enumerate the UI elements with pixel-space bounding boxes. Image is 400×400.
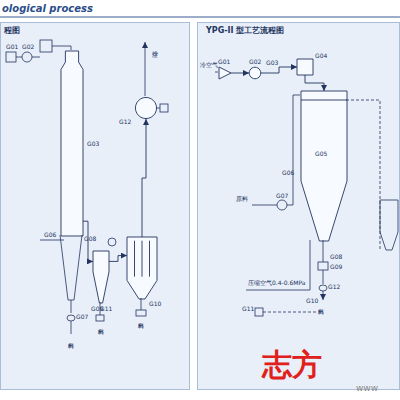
equipment-code: G03 [87, 141, 99, 147]
valve-symbol [67, 315, 75, 321]
pump-symbol [108, 238, 116, 246]
pipe-connector [109, 256, 127, 262]
pipe-connector [231, 73, 249, 74]
exhaust-fan-outline [135, 97, 157, 119]
air-filter: G01 [219, 67, 231, 79]
air-pipe [215, 72, 218, 73]
air-pipe [16, 57, 22, 58]
drying-tower: G05 [301, 91, 347, 241]
dust-line [263, 312, 318, 313]
pipe-connector [261, 67, 297, 73]
bag-filter-outline [127, 237, 157, 299]
feed-pipe [287, 95, 300, 205]
callout-label: 压缩空气0.4-0.6MPa [248, 280, 305, 286]
valve-symbol [96, 315, 104, 321]
bag-filter: G10 [127, 237, 157, 299]
callout-label: G11 [242, 306, 254, 312]
equipment-code: G10 [149, 301, 161, 307]
blower-symbol [22, 52, 32, 62]
valve-symbol [319, 285, 327, 291]
outlet-pipe [141, 298, 142, 310]
blower-fan: G02 [249, 67, 261, 79]
callout-label: G09 [330, 264, 342, 270]
outlet-pipe [71, 300, 72, 313]
cyclone-separator-outline [93, 251, 109, 303]
callout-label: G02 [22, 44, 34, 50]
header-rule [0, 16, 400, 17]
cyclone-separator: G09 [93, 251, 109, 303]
callout-label: G06 [282, 170, 294, 176]
callout-label: G10 [306, 298, 318, 304]
watermark: 志方 [262, 350, 322, 380]
valve-symbol [318, 262, 328, 270]
tower-cone [60, 235, 82, 300]
valve-symbol [136, 310, 146, 316]
pipe-connector [142, 119, 146, 237]
callout-label: G08 [330, 254, 342, 260]
outlet-pipe [323, 270, 324, 284]
exhaust-pipe [156, 108, 160, 109]
equipment-code: G12 [119, 119, 131, 125]
exhaust-pipe [145, 42, 146, 96]
air-pipe [32, 57, 40, 58]
filter-symbol [6, 52, 16, 62]
callout-label: G07 [76, 314, 88, 320]
air-filter-outline [219, 67, 231, 79]
callout-label: 原料 [236, 196, 248, 202]
pipe-connector [305, 75, 324, 91]
bag-filter-outline [127, 237, 157, 299]
cyclone-separator-outline [93, 251, 109, 303]
pump-symbol [277, 200, 287, 210]
cyclone-symbol [380, 200, 398, 250]
callout-label: G08 [84, 236, 96, 242]
exhaust-fan: G12 [135, 97, 157, 119]
callout-label: G07 [276, 193, 288, 199]
feed-pipe [40, 240, 64, 241]
exhaust-fan-outline [135, 97, 156, 118]
air-heater-outline [297, 59, 313, 75]
drying-tower-outline [301, 91, 347, 241]
pipe-connector [83, 221, 93, 261]
heater-symbol [40, 40, 52, 52]
drying-tower-outline [301, 91, 347, 241]
outlet-pipe [323, 240, 324, 262]
equipment-code: G05 [315, 151, 327, 157]
callout-label: G06 [44, 232, 56, 238]
air-pipe [246, 240, 310, 290]
blower-fan-outline [249, 67, 261, 79]
air-filter-outline [219, 67, 231, 79]
drying-tower-outline [61, 51, 83, 236]
drying-tower-outline [301, 100, 347, 101]
callout-label: G12 [328, 284, 340, 290]
callout-label: G03 [266, 60, 278, 66]
drying-tower: G03 [61, 51, 83, 236]
exhaust-pipe [346, 100, 380, 250]
equipment-code: G02 [249, 59, 261, 65]
watermark: www [356, 384, 378, 393]
air-pipe [52, 46, 71, 50]
panel-title: YPG-II 型工艺流程图 [206, 27, 284, 35]
feed-pipe [252, 205, 277, 206]
equipment-code: G01 [218, 59, 230, 65]
callout-label: G11 [100, 306, 112, 312]
filter-symbol [160, 104, 168, 112]
bag-filter-outline [135, 241, 150, 277]
blower-fan-outline [249, 67, 261, 79]
air-heater-outline [297, 59, 313, 75]
page-title: ological process [2, 3, 93, 14]
panel-title: 程图 [4, 27, 20, 35]
drying-tower-outline [61, 51, 83, 236]
callout-label: 冷空气 [200, 62, 218, 68]
valve-symbol [255, 308, 263, 316]
equipment-code: G04 [315, 53, 327, 59]
callout-label: G01 [6, 44, 18, 50]
outlet-pipe [323, 291, 324, 300]
outlet-pipe [71, 321, 72, 334]
flow-panel: 程图G03G09G10G12 [0, 22, 190, 390]
flow-panel: YPG-II 型工艺流程图G01G02G04G05 [197, 22, 400, 390]
air-heater: G04 [297, 59, 313, 75]
